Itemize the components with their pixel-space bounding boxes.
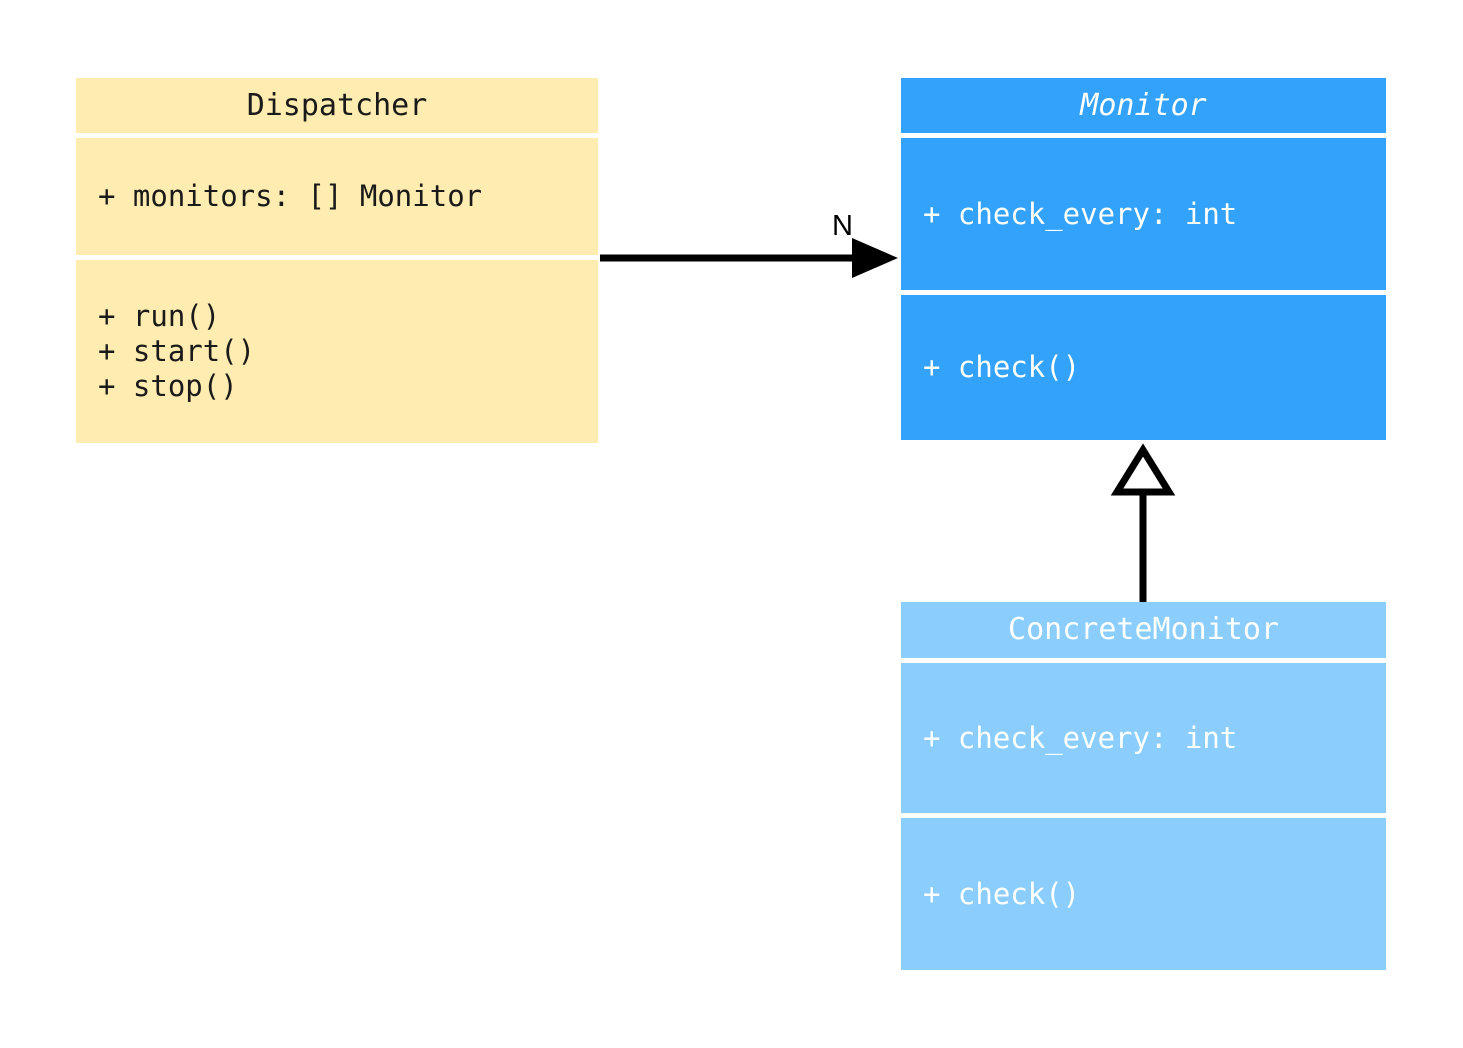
generalization-concrete-monitor-to-monitor bbox=[1110, 443, 1176, 602]
class-box-monitor[interactable]: Monitor + check_every: int + check() bbox=[901, 78, 1386, 440]
method-row: + check() bbox=[923, 876, 1081, 911]
class-methods-compartment-concrete-monitor: + check() bbox=[901, 818, 1386, 970]
class-name-concrete-monitor: ConcreteMonitor bbox=[1008, 612, 1279, 647]
edge-label-multiplicity-n: N bbox=[832, 210, 853, 242]
attribute-row: + monitors: [] Monitor bbox=[98, 179, 483, 213]
class-methods-compartment-dispatcher: + run() + start() + stop() bbox=[76, 260, 598, 443]
method-row: + run() bbox=[98, 299, 221, 333]
class-box-concrete-monitor[interactable]: ConcreteMonitor + check_every: int + che… bbox=[901, 602, 1386, 970]
method-row: + check() bbox=[923, 350, 1081, 384]
class-title-compartment-dispatcher: Dispatcher bbox=[76, 78, 598, 133]
method-row: + stop() bbox=[98, 369, 238, 403]
class-title-compartment-concrete-monitor: ConcreteMonitor bbox=[901, 602, 1386, 658]
association-dispatcher-to-monitor bbox=[600, 238, 898, 278]
class-name-dispatcher: Dispatcher bbox=[246, 87, 428, 123]
generalization-arrowhead-hollow bbox=[1110, 443, 1176, 496]
association-arrowhead-filled bbox=[852, 238, 898, 278]
class-box-dispatcher[interactable]: Dispatcher + monitors: [] Monitor + run(… bbox=[76, 78, 598, 445]
class-attributes-compartment-dispatcher: + monitors: [] Monitor bbox=[76, 138, 598, 255]
class-attributes-compartment-monitor: + check_every: int bbox=[901, 138, 1386, 290]
attribute-row: + check_every: int bbox=[923, 196, 1238, 231]
method-row: + start() bbox=[98, 334, 256, 368]
class-attributes-compartment-concrete-monitor: + check_every: int bbox=[901, 663, 1386, 813]
class-methods-compartment-monitor: + check() bbox=[901, 295, 1386, 440]
class-title-compartment-monitor: Monitor bbox=[901, 78, 1386, 133]
class-name-monitor: Monitor bbox=[1080, 87, 1207, 123]
attribute-row: + check_every: int bbox=[923, 720, 1238, 755]
